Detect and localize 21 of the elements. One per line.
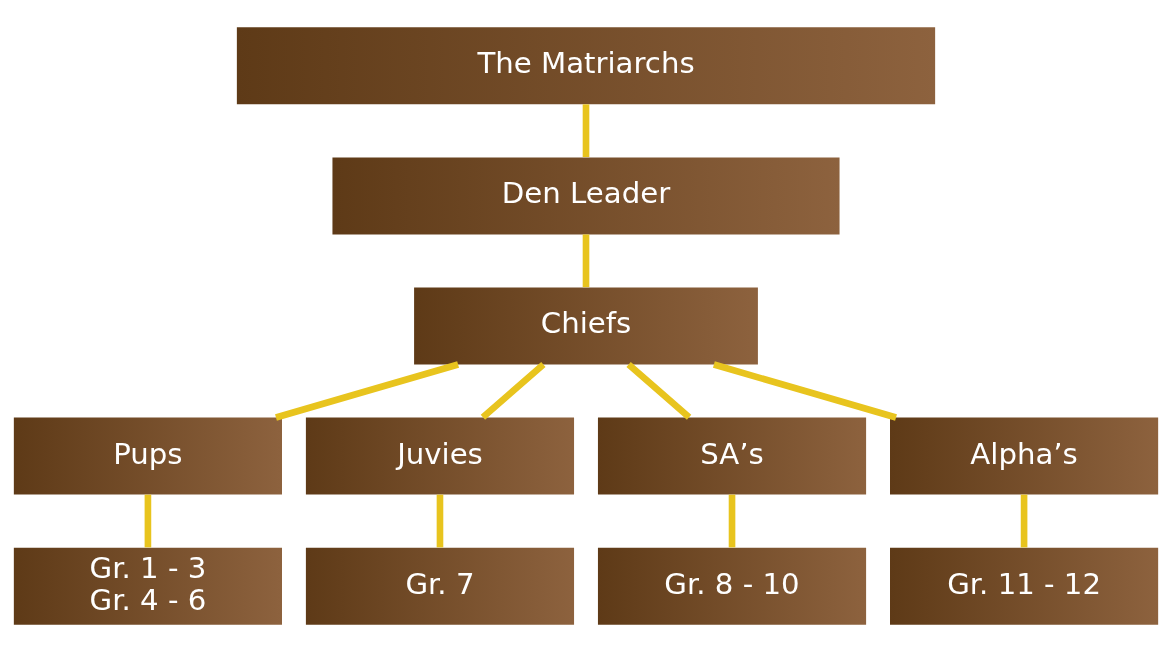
node-box: Alpha’s bbox=[890, 417, 1159, 495]
connector bbox=[582, 103, 590, 157]
node-box: Gr. 11 - 12 bbox=[890, 547, 1159, 625]
node-box: Gr. 1 - 3 Gr. 4 - 6 bbox=[13, 547, 282, 625]
connector bbox=[582, 233, 590, 287]
connector bbox=[728, 494, 736, 547]
connector bbox=[144, 494, 152, 547]
connector bbox=[480, 361, 546, 420]
node-box: Den Leader bbox=[332, 156, 840, 234]
connector bbox=[1020, 494, 1028, 547]
connector bbox=[275, 360, 460, 421]
node-box: Gr. 7 bbox=[305, 547, 575, 625]
node-box: Gr. 8 - 10 bbox=[597, 547, 867, 625]
node-box: Pups bbox=[13, 417, 282, 495]
connector bbox=[712, 360, 897, 421]
connector bbox=[626, 361, 692, 420]
node-box: The Matriarchs bbox=[236, 26, 936, 104]
connector bbox=[436, 494, 444, 547]
node-box: Chiefs bbox=[414, 287, 758, 364]
node-box: Juvies bbox=[305, 417, 575, 495]
node-box: SA’s bbox=[597, 417, 867, 495]
